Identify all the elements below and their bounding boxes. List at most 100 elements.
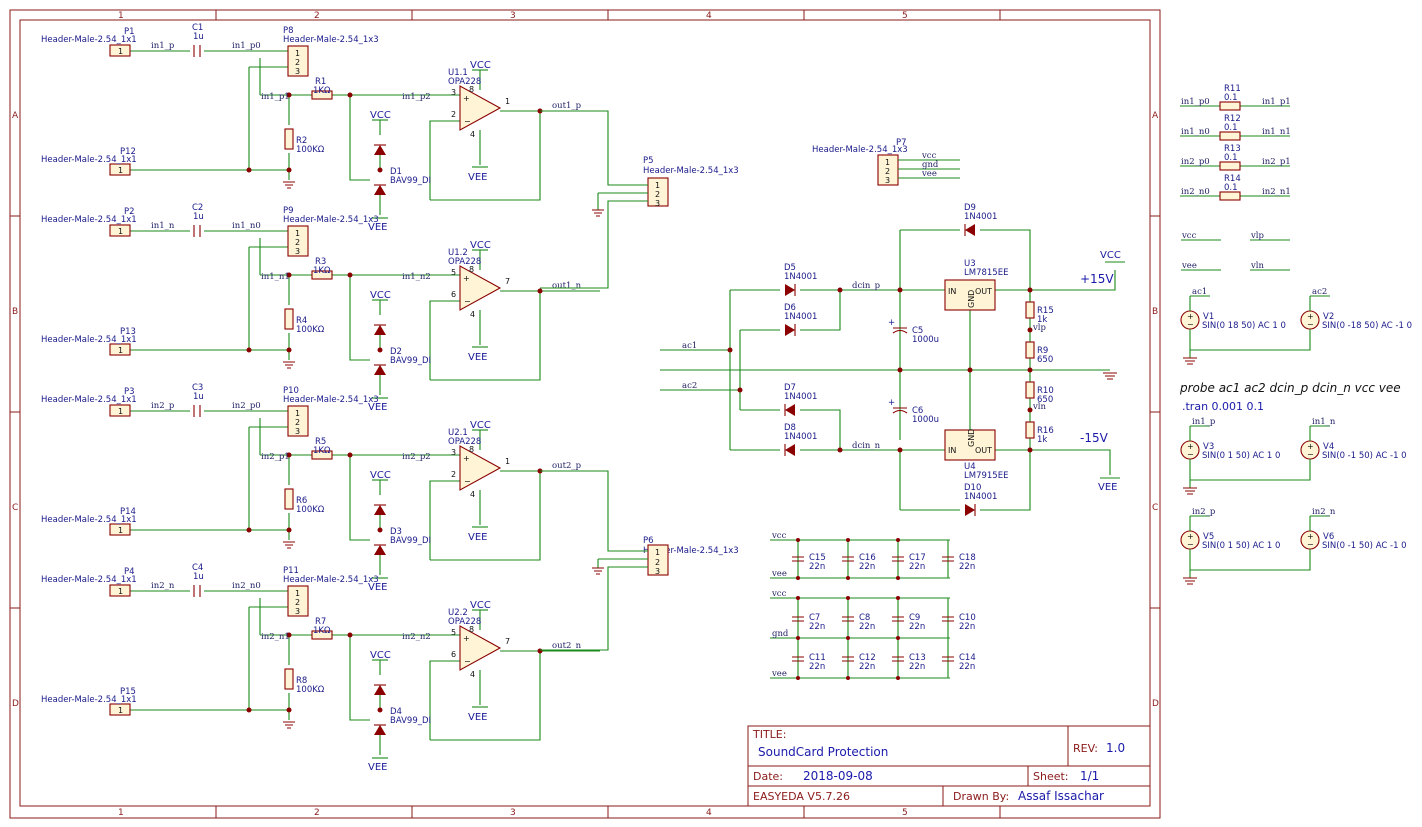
col-label-bottom: 2: [314, 808, 320, 818]
junction-dot: [347, 92, 353, 98]
svg-text:2018-09-08: 2018-09-08: [803, 769, 873, 783]
header-part: Header-Male-2.54_1x3: [283, 215, 379, 225]
svg-text:dcin_n: dcin_n: [852, 441, 881, 451]
diode-part: BAV99_DI: [390, 536, 431, 546]
net-label: out2_p: [552, 461, 582, 471]
diode-ref: D1: [390, 167, 402, 177]
net-label: ac2: [1312, 287, 1327, 297]
pin-number: 1: [118, 706, 123, 715]
svg-text:R16: R16: [1037, 426, 1054, 436]
res-value: 100KΩ: [296, 685, 325, 695]
svg-text:D10: D10: [964, 483, 981, 493]
pin-number: 8: [469, 85, 474, 94]
diode-d9: [964, 224, 975, 236]
ground-symbol: [1183, 357, 1197, 365]
opamp-minus: −: [464, 477, 471, 486]
svg-text:+: +: [888, 318, 895, 328]
svg-text:R10: R10: [1037, 386, 1054, 396]
pin-number: 3: [295, 67, 300, 76]
vee-label: VEE: [368, 402, 387, 413]
svg-text:IN: IN: [948, 446, 956, 455]
opamp-ref: U1.2: [448, 248, 468, 258]
junction-dot: [286, 92, 292, 98]
header-part: Header-Male-2.54_1x1: [41, 215, 137, 225]
vcc-label: VCC: [370, 110, 391, 121]
diode-part: BAV99_DI: [390, 356, 431, 366]
src-plus: +: [1187, 442, 1194, 451]
opamp-minus: −: [464, 297, 471, 306]
regulator-u3: [944, 279, 996, 311]
res-ref: R8: [296, 676, 307, 686]
res-ref: R3: [315, 257, 326, 267]
supply-header-p7: P7 Header-Male-2.54_1x3 1 2 3 vcc gnd ve…: [812, 138, 960, 186]
svg-text:U4: U4: [964, 462, 976, 472]
svg-text:vln: vln: [1032, 402, 1047, 412]
svg-text:1/1: 1/1: [1080, 769, 1099, 783]
svg-text:1: 1: [885, 158, 890, 167]
header-pin: [109, 584, 131, 597]
vcc-label: VCC: [470, 60, 491, 71]
header-ref: P13: [120, 327, 136, 337]
junction-dot: [377, 707, 383, 713]
src-plus: +: [1187, 532, 1194, 541]
header-part: Header-Male-2.54_1x1: [41, 695, 137, 705]
header-part: Header-Male-2.54_1x1: [41, 35, 137, 45]
header-part: Header-Male-2.54_1x3: [283, 575, 379, 585]
sheet-frame: 1 2 3 4 5 1 2 3 4 5 A B C D A B C D: [9, 9, 1161, 819]
pin-number: 2: [451, 110, 456, 119]
pin-number: 6: [451, 650, 456, 659]
net-label: in1_p: [1192, 417, 1216, 427]
junction-dot: [537, 288, 543, 294]
svg-text:C11: C11: [809, 653, 826, 663]
row-label-left: C: [12, 503, 18, 513]
vcc-label: VCC: [470, 600, 491, 611]
resistor: [311, 630, 333, 640]
svg-text:22n: 22n: [959, 562, 975, 572]
svg-text:OUT: OUT: [975, 287, 992, 296]
svg-text:+: +: [888, 398, 895, 408]
sim-res-ref: R14: [1224, 174, 1241, 184]
svg-text:P7: P7: [896, 138, 907, 148]
pin-number: 8: [469, 625, 474, 634]
svg-text:3: 3: [655, 567, 660, 576]
vcc-label: VCC: [370, 650, 391, 661]
svg-text:EASYEDA V5.7.26: EASYEDA V5.7.26: [753, 790, 850, 803]
svg-text:GND: GND: [967, 290, 976, 308]
net-label: in2_p0: [232, 401, 261, 411]
svg-text:vcc: vcc: [921, 151, 937, 161]
src-plus: +: [1307, 312, 1314, 321]
row-label-right: D: [1152, 699, 1159, 709]
ground-symbol: [283, 541, 295, 549]
resistor: [311, 450, 333, 460]
svg-text:Sheet:: Sheet:: [1033, 770, 1069, 783]
svg-text:22n: 22n: [809, 562, 825, 572]
svg-text:ac2: ac2: [682, 381, 697, 391]
net-label: in1_p0: [232, 41, 261, 51]
opamp-symbol: [459, 265, 502, 311]
pin-number: 1: [118, 587, 123, 596]
net-label: in1_n1: [261, 272, 290, 282]
header-part: Header-Male-2.54_1x3: [283, 35, 379, 45]
junction-dot: [347, 632, 353, 638]
wiring: [130, 410, 600, 575]
svg-text:REV:: REV:: [1073, 742, 1098, 755]
svg-text:C9: C9: [909, 613, 920, 623]
svg-text:vee: vee: [921, 169, 937, 179]
res-value: 1KΩ: [313, 446, 331, 456]
pin-number: 8: [469, 265, 474, 274]
svg-text:2: 2: [655, 190, 660, 199]
net-label: in1_n: [1312, 417, 1336, 427]
src-minus: −: [1307, 320, 1314, 329]
junction-dot: [246, 707, 252, 713]
cap-ref: C2: [192, 203, 203, 213]
net-label: in2_n: [1312, 507, 1336, 517]
pin-number: 1: [118, 346, 123, 355]
junction-dot: [286, 707, 292, 713]
pin-number: 3: [451, 448, 456, 457]
header-pin: [109, 224, 131, 237]
col-label-top: 4: [706, 11, 712, 21]
diode-ref: D3: [390, 527, 402, 537]
svg-text:22n: 22n: [909, 562, 925, 572]
wiring: [130, 230, 600, 395]
svg-text:C8: C8: [859, 613, 870, 623]
